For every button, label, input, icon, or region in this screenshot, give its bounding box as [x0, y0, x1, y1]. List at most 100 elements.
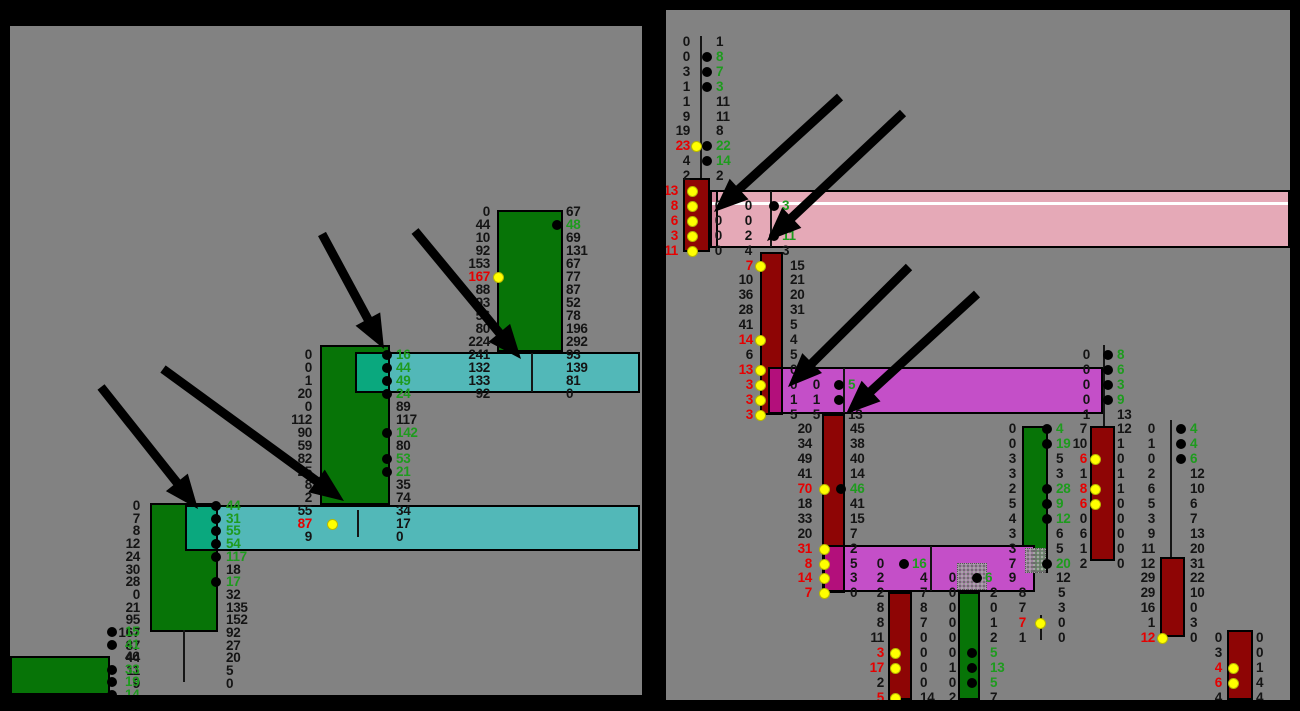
black-volume-dot — [107, 639, 117, 650]
footprint-number: 3 — [1008, 466, 1017, 482]
footprint-number: 8 — [876, 600, 885, 616]
footprint-number: 14 — [920, 689, 935, 700]
footprint-number: 14 — [716, 153, 731, 169]
footprint-number: 27 — [226, 637, 241, 653]
black-volume-dot — [382, 454, 392, 464]
footprint-number: 31 — [797, 540, 813, 556]
footprint-number: 196 — [566, 321, 588, 336]
footprint-number: 32 — [226, 586, 241, 602]
yellow-volume-dot — [819, 484, 830, 495]
footprint-number: 2 — [850, 540, 858, 556]
footprint-number: 6 — [985, 570, 993, 586]
footprint-number: 77 — [566, 269, 581, 284]
yellow-volume-dot — [819, 558, 830, 570]
footprint-number: 20 — [1056, 555, 1071, 571]
footprint-number: 0 — [682, 34, 691, 49]
footprint-number: 0 — [714, 198, 723, 213]
footprint-number: 9 — [682, 108, 691, 124]
footprint-number: 7 — [1018, 615, 1027, 631]
footprint-number: 0 — [948, 585, 957, 601]
footprint-number: 3 — [1008, 525, 1017, 541]
footprint-number: 3 — [682, 63, 691, 79]
footprint-number: 13 — [848, 406, 863, 422]
black-volume-dot — [382, 428, 392, 438]
footprint-number: 5 — [1058, 585, 1066, 601]
footprint-number: 7 — [1008, 555, 1017, 571]
footprint-number: 7 — [990, 689, 998, 700]
footprint-number: 8 — [1117, 346, 1125, 362]
black-volume-dot — [1042, 484, 1052, 494]
footprint-number: 9 — [1008, 570, 1017, 586]
footprint-number: 3 — [745, 391, 754, 407]
footprint-number: 67 — [566, 256, 581, 271]
footprint-number: 78 — [566, 308, 581, 323]
footprint-number: 6 — [1056, 525, 1064, 541]
footprint-number: 117 — [396, 412, 417, 427]
black-volume-dot — [211, 526, 221, 537]
footprint-number: 18 — [226, 561, 241, 577]
black-volume-dot — [967, 662, 977, 673]
yellow-volume-dot — [890, 692, 901, 700]
pink-bar-white-line — [712, 202, 1288, 205]
black-volume-dot — [702, 141, 712, 152]
magenta-bar-lower — [823, 545, 1035, 592]
black-volume-dot — [382, 389, 392, 399]
footprint-number: 4 — [790, 332, 798, 347]
footprint-number: 0 — [1117, 555, 1125, 571]
yellow-volume-dot — [755, 394, 766, 406]
footprint-number: 8 — [132, 523, 141, 539]
black-volume-dot — [1042, 513, 1052, 524]
yellow-volume-dot — [755, 379, 766, 391]
footprint-number: 7 — [1079, 421, 1088, 437]
footprint-number: 92 — [226, 625, 241, 640]
black-volume-dot — [834, 379, 844, 390]
footprint-number: 3 — [1190, 615, 1198, 631]
black-volume-dot — [107, 690, 117, 695]
footprint-number: 0 — [1117, 510, 1125, 526]
footprint-number: 3 — [850, 570, 858, 586]
footprint-number: 12 — [1140, 555, 1156, 571]
footprint-number: 1 — [1079, 540, 1088, 556]
footprint-number: 29 — [1140, 585, 1156, 601]
footprint-number: 1 — [1079, 466, 1088, 482]
black-volume-dot — [702, 66, 712, 77]
black-volume-dot — [1103, 379, 1113, 390]
footprint-number: 9 — [132, 675, 141, 691]
footprint-number: 21 — [125, 599, 141, 615]
footprint-number: 3 — [1008, 540, 1017, 556]
footprint-number: 13 — [1117, 406, 1132, 422]
footprint-number: 6 — [1190, 495, 1198, 511]
black-volume-dot — [769, 201, 779, 211]
footprint-number: 0 — [1008, 421, 1017, 437]
yellow-volume-dot — [687, 186, 698, 197]
footprint-number: 24 — [396, 386, 411, 401]
footprint-number: 9 — [1056, 495, 1064, 511]
footprint-number: 5 — [990, 674, 998, 690]
footprint-number: 12 — [125, 536, 141, 552]
footprint-number: 48 — [566, 217, 581, 232]
yellow-volume-dot — [1035, 618, 1046, 630]
footprint-number: 0 — [1117, 540, 1125, 556]
footprint-number: 0 — [920, 630, 928, 645]
footprint-number: 45 — [850, 421, 865, 437]
footprint-number: 0 — [990, 600, 998, 616]
footprint-number: 21 — [396, 464, 411, 479]
footprint-number: 4 — [682, 153, 691, 169]
yellow-volume-dot — [1090, 484, 1101, 495]
footprint-number: 0 — [714, 212, 723, 228]
footprint-number: 6 — [1147, 481, 1156, 496]
footprint-number: 4 — [1190, 436, 1198, 452]
footprint-number: 46 — [125, 649, 140, 665]
footprint-number: 6 — [1079, 495, 1088, 511]
footprint-number: 0 — [744, 212, 753, 228]
footprint-number: 23 — [675, 138, 691, 154]
footprint-number: 0 — [1214, 630, 1223, 645]
red-candle-far-right — [1160, 557, 1185, 637]
footprint-number: 44 — [396, 360, 411, 375]
footprint-number: 36 — [738, 287, 754, 303]
footprint-number: 6 — [1079, 451, 1088, 467]
footprint-number: 44 — [226, 498, 241, 513]
footprint-number: 8 — [1018, 585, 1027, 601]
